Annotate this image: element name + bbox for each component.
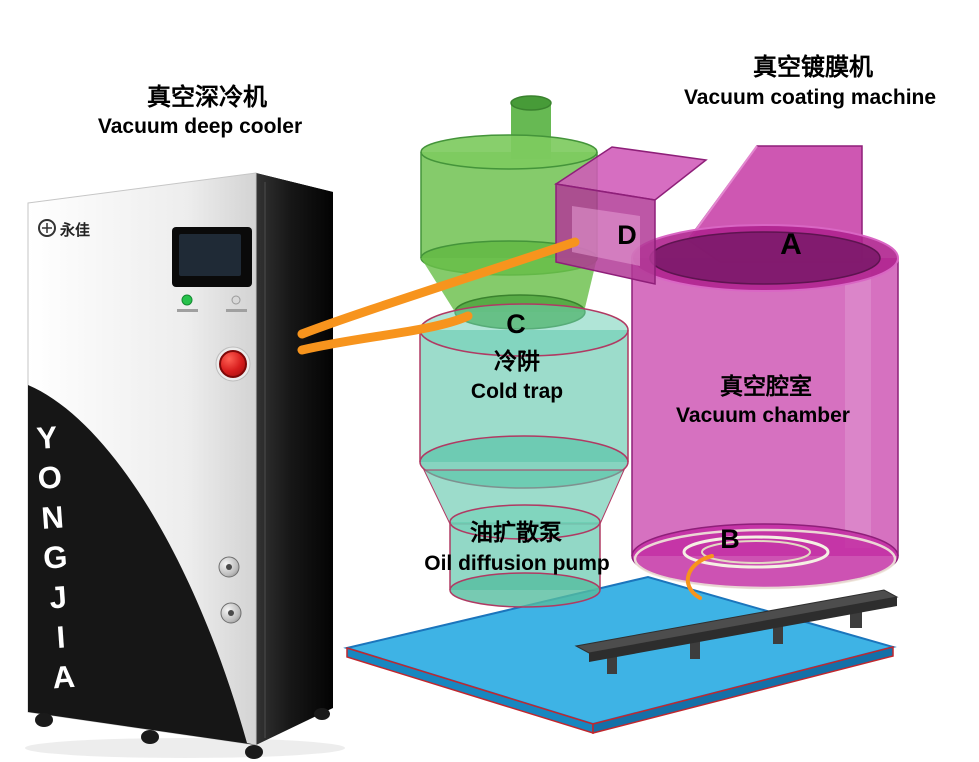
caster-foot xyxy=(314,708,330,720)
control-screen[interactable] xyxy=(179,234,241,276)
cabinet-shadow xyxy=(25,738,345,758)
cooling-pipes xyxy=(297,237,580,355)
brand-logo-glyph xyxy=(42,223,52,233)
pipe-to-duct-d xyxy=(297,237,580,339)
vacuum-chamber xyxy=(631,145,899,600)
cold-trap-label-zh: 冷阱 xyxy=(494,348,540,374)
coil-ring-outer xyxy=(682,535,830,569)
chamber-highlight xyxy=(845,268,871,548)
coil-ring-inner xyxy=(701,540,811,564)
top-pipe-cap xyxy=(510,95,552,111)
right-title-zh: 真空镀膜机 xyxy=(753,54,873,81)
cabinet-black-swoosh xyxy=(28,385,256,745)
caster-foot xyxy=(141,730,159,744)
brand-logo-roundel xyxy=(38,219,56,237)
cabinet-logo-text: 永佳 xyxy=(60,222,91,239)
duct-opening xyxy=(572,206,640,266)
led-caption-right xyxy=(226,309,247,312)
marker-a-label: A xyxy=(780,228,802,261)
oil-pump-bottom-ellipse xyxy=(449,572,601,608)
cabinet-side-panel xyxy=(256,173,333,745)
green-cylinder-top xyxy=(420,134,598,170)
caster-foot xyxy=(35,713,53,727)
valve-knob-top-center xyxy=(226,564,232,570)
base-edge-right xyxy=(592,646,894,734)
led-caption-left xyxy=(177,309,198,312)
marker-c-label: C xyxy=(506,309,526,339)
cold-trap-label-en: Cold trap xyxy=(470,380,564,403)
caster-foot xyxy=(245,745,263,759)
pipe-to-flange-c xyxy=(297,311,473,355)
chamber-top-opening xyxy=(649,231,881,285)
chamber-label-en: Vacuum chamber xyxy=(676,404,850,427)
chamber-label-zh: 真空腔室 xyxy=(720,373,812,399)
oil-pump-label-en: Oil diffusion pump xyxy=(424,552,610,575)
emergency-stop-button[interactable] xyxy=(219,350,247,378)
marker-d-label: D xyxy=(617,220,637,250)
left-title-zh: 真空深冷机 xyxy=(147,84,267,111)
transfer-rail xyxy=(574,589,899,674)
right-title-en: Vacuum coating machine xyxy=(683,86,937,109)
chamber-bottom-silver-rim xyxy=(633,528,897,590)
fin-highlight-edge xyxy=(689,145,758,239)
coil-orange-wire xyxy=(686,554,714,600)
left-title-en: Vacuum deep cooler xyxy=(97,115,303,138)
white-indicator-led xyxy=(231,295,241,305)
rail-front-side xyxy=(589,597,897,662)
oil-pump-label-zh: 油扩散泵 xyxy=(470,519,562,545)
connecting-duct xyxy=(553,146,708,285)
vacuum-deep-cooler-cabinet xyxy=(27,172,333,759)
valve-knob-bottom-center xyxy=(228,610,234,616)
chamber-body xyxy=(632,258,898,556)
marker-b-label: B xyxy=(720,524,740,554)
green-indicator-led xyxy=(181,294,193,306)
